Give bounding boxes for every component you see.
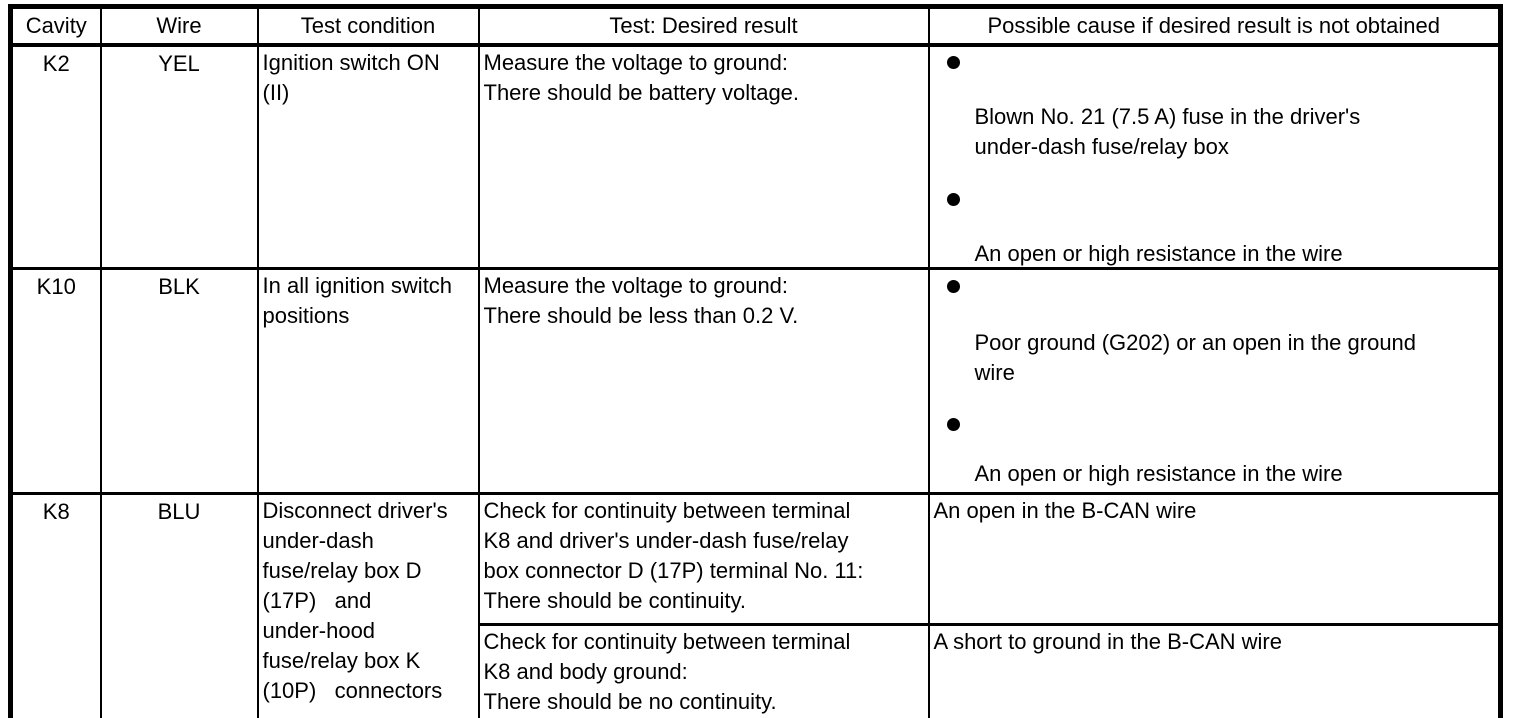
header-row: Cavity Wire Test condition Test: Desired… xyxy=(9,5,1502,47)
possible-cause-cell: An open in the B-CAN wire xyxy=(927,492,1502,626)
bullet-icon xyxy=(946,193,960,206)
cause-text: Blown No. 21 (7.5 A) fuse in the driver'… xyxy=(974,104,1361,159)
cavity-cell: K2 xyxy=(9,44,102,270)
col-header-possible-cause: Possible cause if desired result is not … xyxy=(927,5,1502,47)
possible-cause-cell: Poor ground (G202) or an open in the gro… xyxy=(927,267,1502,495)
cavity-cell: K8 xyxy=(9,492,102,718)
table-row-k8-subrow-1: K8 BLU Disconnect driver's under-dash fu… xyxy=(9,492,1502,718)
wire-cell: YEL xyxy=(99,44,259,270)
possible-cause-cell: A short to ground in the B-CAN wire xyxy=(927,623,1502,718)
table-row-k2: K2 YEL Ignition switch ON (II) Measure t… xyxy=(9,44,1502,270)
wire-cell: BLK xyxy=(99,267,259,495)
bullet-icon xyxy=(946,418,960,431)
cause-text: Poor ground (G202) or an open in the gro… xyxy=(974,330,1417,385)
desired-result-cell: Check for continuity between terminal K8… xyxy=(477,623,930,718)
test-condition-cell: In all ignition switch positions xyxy=(256,267,480,495)
col-header-wire: Wire xyxy=(99,5,259,47)
diagnostic-table: Cavity Wire Test condition Test: Desired… xyxy=(8,4,1503,718)
cause-text: An open or high resistance in the wire xyxy=(974,241,1343,266)
cause-list: Blown No. 21 (7.5 A) fuse in the driver'… xyxy=(930,47,1499,266)
col-header-cavity: Cavity xyxy=(9,5,102,47)
cause-text: An open or high resistance in the wire xyxy=(974,461,1343,486)
cause-list: Poor ground (G202) or an open in the gro… xyxy=(930,270,1499,490)
bullet-icon xyxy=(946,280,960,293)
col-header-test-condition: Test condition xyxy=(256,5,480,47)
table-row-k8-subrow-2: Check for continuity between terminal K8… xyxy=(11,623,1502,718)
test-condition-cell: Ignition switch ON (II) xyxy=(256,44,480,270)
desired-result-cell: Measure the voltage to ground: There sho… xyxy=(477,44,930,270)
desired-result-cell: Measure the voltage to ground: There sho… xyxy=(477,267,930,495)
test-condition-cell: Disconnect driver's under-dash fuse/rela… xyxy=(256,492,480,718)
possible-cause-cell: Blown No. 21 (7.5 A) fuse in the driver'… xyxy=(927,44,1502,270)
table-row-k10: K10 BLK In all ignition switch positions… xyxy=(9,267,1502,495)
bullet-icon xyxy=(946,56,960,69)
col-header-desired-result: Test: Desired result xyxy=(477,5,930,47)
wire-cell: BLU xyxy=(99,492,259,718)
desired-result-cell: Check for continuity between terminal K8… xyxy=(477,492,930,626)
cavity-cell: K10 xyxy=(9,267,102,495)
